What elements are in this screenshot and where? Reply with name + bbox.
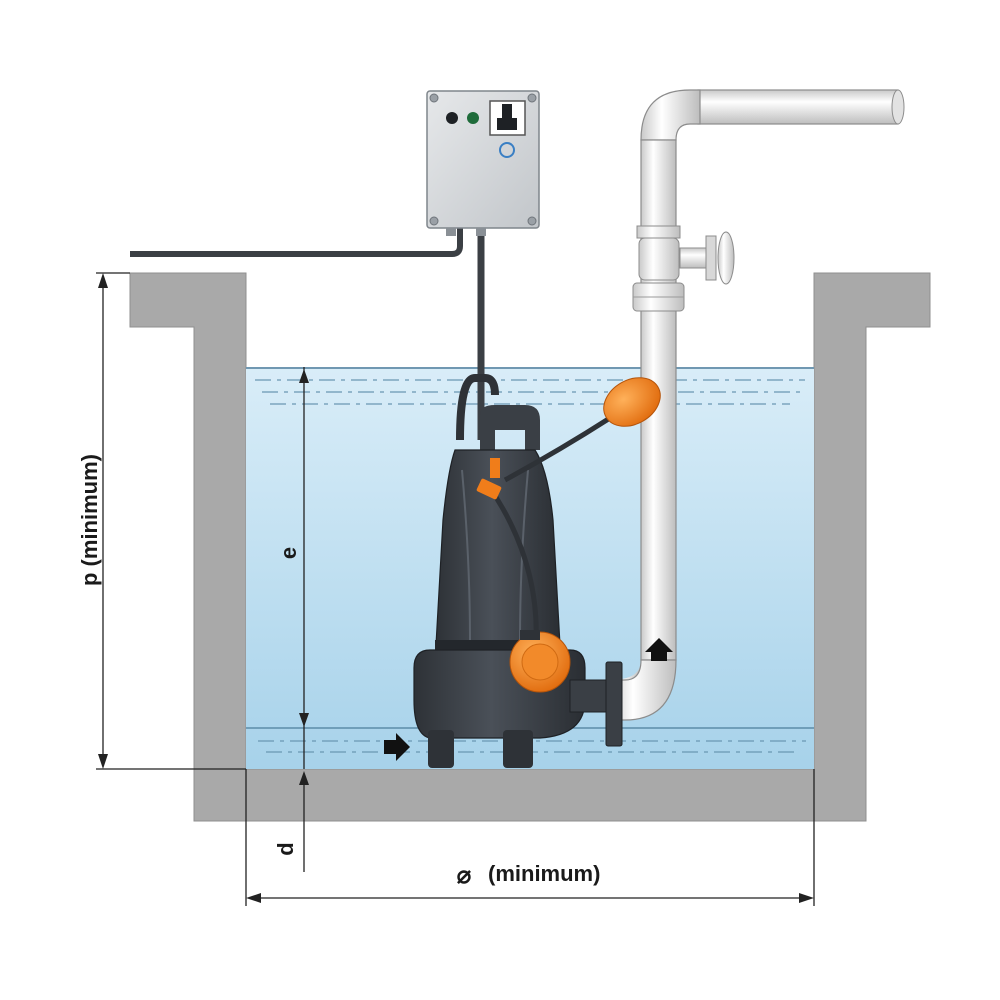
brand-logo-icon	[499, 142, 515, 158]
float-switch-icon	[476, 377, 661, 693]
discharge-pipe	[609, 89, 905, 721]
depth-label: p (minimum)	[77, 454, 102, 586]
distance-label: d	[273, 842, 298, 855]
indicator-light-on	[467, 112, 479, 124]
power-cable	[130, 228, 463, 257]
width-label: (minimum)	[488, 861, 600, 886]
pump-motor	[435, 449, 561, 646]
arrow-up-icon	[645, 638, 673, 661]
width-symbol: ⌀	[457, 862, 472, 889]
control-box-icon	[426, 90, 540, 236]
level-label: e	[276, 547, 301, 559]
arrow-right-icon	[384, 733, 410, 761]
pump-foot-right	[503, 730, 533, 768]
indicator-light-off	[446, 112, 458, 124]
gate-valve-icon	[638, 231, 735, 285]
pump-handle	[480, 405, 540, 450]
pump-foot-left	[428, 730, 454, 768]
pump-flange	[605, 661, 623, 747]
dimension-arrowheads	[98, 273, 814, 903]
dimension-lines	[96, 272, 815, 906]
